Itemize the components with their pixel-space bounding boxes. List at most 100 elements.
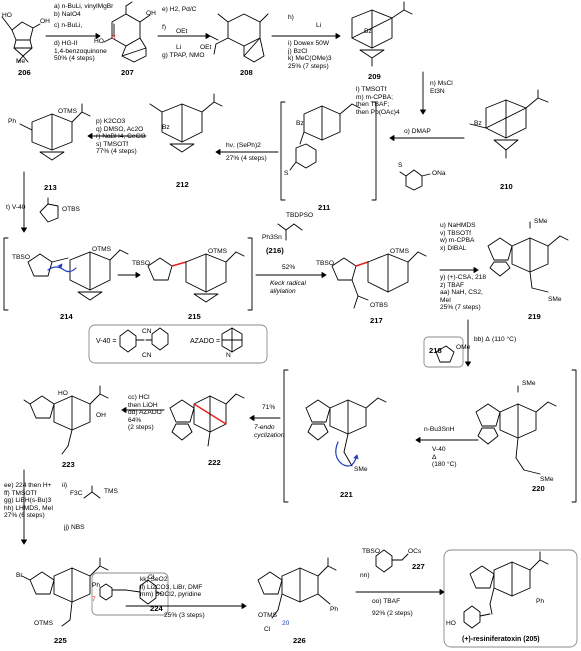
step-jj: jj) NBS: [64, 524, 85, 531]
structure-224: [99, 579, 163, 605]
atom-f3c: F3C: [70, 490, 83, 497]
step-nn: nn): [360, 572, 370, 579]
legend-azado: AZADO =: [190, 338, 221, 345]
structure-213: [19, 103, 91, 161]
atom-tbso-215: TBSO: [132, 260, 150, 267]
label-223: 223: [62, 460, 75, 469]
atom-ph-213: Ph: [8, 118, 17, 125]
label-224: 224: [150, 604, 163, 613]
structure-227: [375, 549, 409, 573]
step-nbu3snh: n-Bu3SnH: [424, 426, 455, 433]
atom-ho-206: HO: [2, 12, 12, 19]
steps-ee-hh: ee) 224 then H+ ff) TMSOTf gg) LiBH(s-Bu…: [4, 482, 54, 520]
atom-br-225: Br: [16, 572, 23, 579]
label-213: 213: [44, 183, 57, 192]
label-208: 208: [240, 68, 253, 77]
label-221: 221: [340, 490, 353, 499]
atom-n-azado: N: [226, 352, 231, 359]
structure-205: [463, 551, 549, 629]
steps-cc-dd: cc) HCl then LiOH dd) AZADO 64% (2 steps…: [128, 394, 162, 432]
atom-cl-224: Cl: [148, 574, 155, 581]
structure-212: [149, 93, 223, 153]
label-211: 211: [318, 203, 331, 212]
atom-otbdps-217: OTBS: [370, 302, 388, 309]
label-207: 207: [121, 68, 134, 77]
structure-217: [331, 251, 427, 309]
step-hv-yield: 27% (4 steps): [226, 155, 267, 162]
structure-225: [21, 557, 109, 627]
atom-tbso-227: TBSO: [362, 548, 380, 555]
label-220: 220: [532, 484, 545, 493]
atom-ho-223: HO: [58, 390, 68, 397]
structure-207: [103, 1, 151, 63]
label-216: (216): [266, 246, 284, 255]
atom-num3: 3: [112, 34, 116, 41]
atom-ph-226: Ph: [330, 606, 339, 613]
reagent-216-ph3sn: Ph3Sn: [262, 234, 282, 241]
atom-li-reagent: Li: [176, 44, 182, 51]
label-214: 214: [60, 312, 73, 321]
steps-l-m: l) TMSOTf m) m-CPBA; then TBAF; then Pb(…: [356, 86, 400, 116]
atom-oh-206: OH: [40, 18, 50, 25]
atom-ona: ONa: [432, 170, 446, 177]
label-210: 210: [500, 182, 513, 191]
atom-li-h: Li: [316, 22, 322, 29]
structure-223: [23, 385, 109, 455]
step-cyclization-note: 7-endo cyclization: [254, 424, 285, 439]
step-oo-yield: 92% (2 steps): [372, 610, 413, 617]
reagent-216-tbdpso: TBDPSO: [286, 212, 314, 219]
atom-tbso-217: TBSO: [316, 260, 334, 267]
atom-oet-208: OEt: [200, 44, 212, 51]
label-227: 227: [412, 562, 425, 571]
atom-otms-213: OTMS: [58, 108, 78, 115]
structure-226: [257, 557, 337, 619]
atom-sme-220: SMe: [522, 380, 536, 387]
steps-a-b: a) n-BuLi, vinylMgBr b) NaIO4: [54, 3, 114, 18]
step-h: h): [288, 14, 294, 21]
atom-tms-n: TMS: [104, 488, 118, 495]
atom-otms-225: OTMS: [34, 620, 54, 627]
atom-bz-210: Bz: [474, 120, 482, 127]
atom-s-211: S: [284, 170, 289, 177]
step-g: g) TPAP, NMO: [162, 52, 205, 59]
atom-ph-205: Ph: [536, 598, 545, 605]
structure-pyridinethione-reagent: [399, 169, 431, 191]
atom-bz-212: Bz: [162, 124, 170, 131]
atom-sme2-219: SMe: [548, 296, 562, 303]
structure-209: [351, 1, 413, 67]
steps-i-k: i) Dowex 50W j) BzCl k) MeC(OMe)3 25% (7…: [288, 40, 332, 70]
step-ii: ii): [62, 482, 68, 489]
atom-oh-223: OH: [96, 412, 106, 419]
steps-y-aa: y) (+)-CSA, 218 z) TBAF aa) NaH, CS2, Me…: [440, 274, 486, 312]
step-keck-note: Keck radical allylation: [270, 280, 306, 295]
structure-220: [475, 385, 557, 475]
steps-p-s: p) K2CO3 q) DMSO, Ac2O r) NaBH4, CeCl3 s…: [96, 118, 146, 156]
label-215: 215: [188, 312, 201, 321]
step-hv: hν, (SePh)2: [226, 142, 261, 149]
label-222: 222: [208, 458, 221, 467]
v40-structure: [119, 327, 169, 353]
label-212: 212: [176, 180, 189, 189]
atom-oh-207: OH: [146, 10, 156, 17]
azado-structure: [221, 327, 243, 353]
label-209: 209: [368, 72, 381, 81]
structure-215: [147, 251, 245, 303]
step-bb: bb) Δ: [474, 336, 490, 343]
structure-211: [289, 103, 361, 171]
atom-cn-1: CN: [142, 328, 152, 335]
atom-otms-215: OTMS: [208, 248, 228, 255]
atom-sme-221: SMe: [354, 466, 368, 473]
step-t: t) V-40: [6, 204, 26, 211]
atom-bz-211: Bz: [296, 120, 304, 127]
atom-tbso-214: TBSO: [12, 254, 30, 261]
step-keck-yield: 52%: [282, 264, 296, 271]
steps-kk-mm-yield: 25% (3 steps): [164, 612, 205, 619]
structure-221: [305, 397, 387, 467]
step-c: c) n-BuLi,: [54, 22, 83, 29]
structure-219: [487, 221, 569, 293]
atom-ome-218: OMe: [456, 344, 471, 351]
atom-ocs-227: OCs: [408, 548, 422, 555]
structure-210: [469, 89, 549, 159]
atom-ph-224: Ph: [92, 582, 101, 589]
